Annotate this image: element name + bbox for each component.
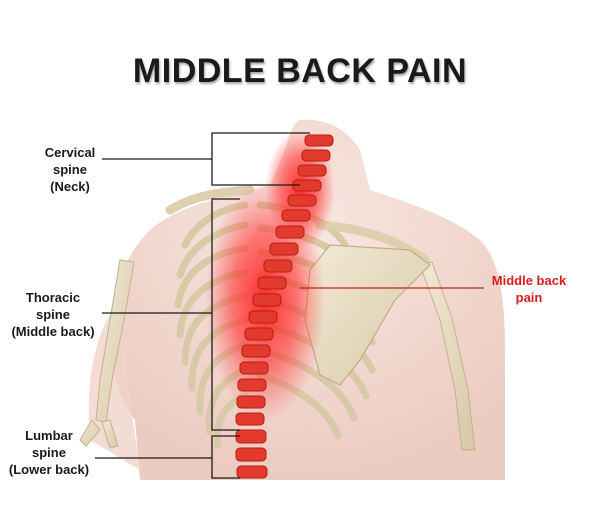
cervical-label-line-2: spine — [53, 162, 87, 177]
pain-label-line-2: pain — [515, 290, 543, 305]
lumbar-label-line-2: spine — [32, 445, 66, 460]
thoracic-label-line-2: spine — [36, 307, 70, 322]
leader-lines — [95, 132, 310, 479]
cervical-spine-label: Cervical spine (Neck) — [38, 144, 102, 195]
thoracic-label-line-3: (Middle back) — [11, 324, 95, 339]
thoracic-label-line-1: Thoracic — [25, 290, 81, 305]
lumbar-label-line-1: Lumbar — [25, 428, 73, 443]
left-humerus — [419, 261, 476, 451]
pain-label-line-1: Middle back — [491, 273, 567, 288]
thoracic-spine-label: Thoracic spine (Middle back) — [4, 289, 102, 340]
middle-back-pain-label: Middle back pain — [484, 272, 574, 306]
thoracic-bracket — [211, 198, 240, 431]
spine-column — [235, 134, 334, 479]
page-title: MIDDLE BACK PAIN — [132, 52, 468, 90]
cervical-label-line-1: Cervical — [44, 145, 96, 160]
cervical-label-line-3: (Neck) — [50, 179, 90, 194]
lumbar-bracket — [211, 435, 240, 479]
lumbar-spine-label: Lumbar spine (Lower back) — [4, 427, 94, 478]
lumbar-label-line-3: (Lower back) — [8, 462, 90, 477]
right-arm-bones — [79, 259, 135, 449]
